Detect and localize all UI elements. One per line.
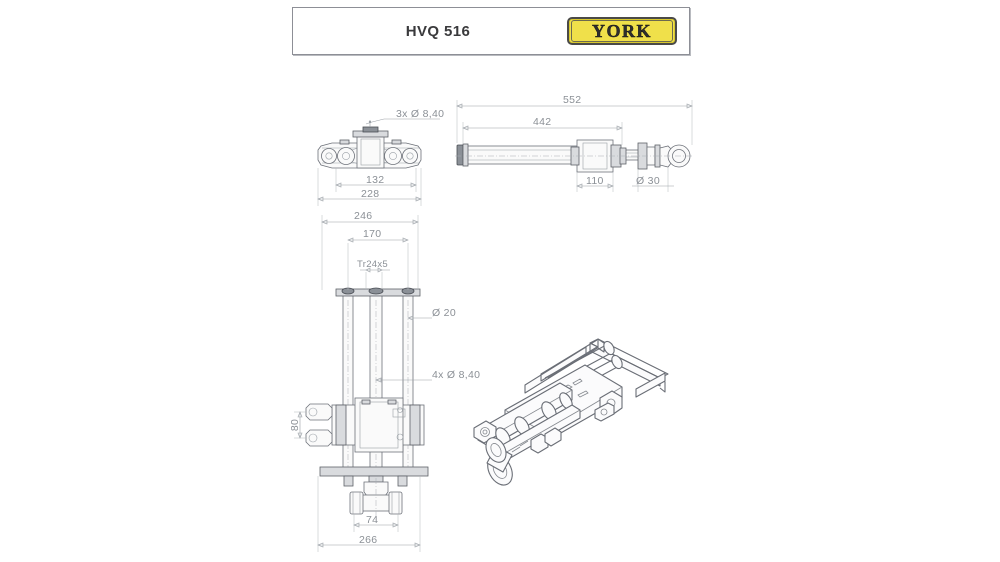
isometric-wheels — [485, 437, 513, 486]
dim-d30: Ø 30 — [636, 175, 660, 187]
view-front-roller-assembly: 3x Ø 8,40 132 228 — [317, 108, 444, 206]
dim-tr24x5: Tr24x5 — [357, 259, 388, 270]
page-title: HVQ 516 — [405, 22, 471, 40]
dim-132: 132 — [366, 174, 384, 186]
dim-552: 552 — [563, 94, 581, 106]
dim-74: 74 — [366, 514, 378, 526]
dim-442: 442 — [533, 116, 551, 128]
dim-3x-8-40: 3x Ø 8,40 — [396, 108, 444, 120]
title-block: HVQ 516 YORK — [292, 7, 690, 55]
dim-170: 170 — [363, 228, 381, 240]
dim-110: 110 — [586, 175, 604, 187]
dim-d20: Ø 20 — [432, 307, 456, 319]
logo-wordmark: YORK — [592, 20, 652, 41]
dim-246: 246 — [354, 210, 372, 222]
dim-228: 228 — [361, 188, 379, 200]
view-isometric — [473, 338, 669, 486]
dim-80: 80 — [289, 419, 301, 431]
logo-inner-border — [571, 20, 673, 42]
dim-266: 266 — [359, 534, 377, 546]
york-brand-logo: YORK — [567, 17, 677, 45]
dim-4x-8-40: 4x Ø 8,40 — [432, 369, 480, 381]
logo-plate — [567, 17, 677, 45]
view-plan-frame: 246 170 Tr24x5 Ø 20 4x Ø 8,40 80 — [289, 210, 480, 552]
view-side-cylinder: 552 442 110 Ø 30 — [455, 94, 694, 192]
carriage-body — [305, 397, 425, 453]
